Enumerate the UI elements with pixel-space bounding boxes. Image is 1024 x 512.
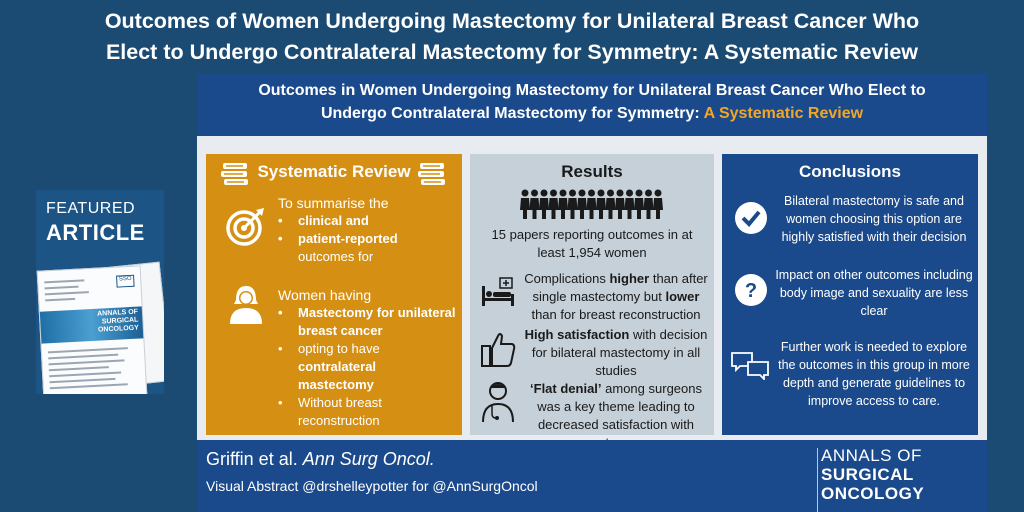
hospital-bed-icon <box>482 277 514 306</box>
person-figure <box>558 189 568 219</box>
person-figure <box>643 189 654 219</box>
conclusion-item-1: Bilateral mastectomy is safe and women c… <box>781 194 967 244</box>
person-figure <box>653 189 663 219</box>
abstract-header-line2: Undergo Contralateral Mastectomy for Sym… <box>320 105 864 122</box>
person-figure <box>567 189 578 219</box>
people-icon <box>520 189 663 219</box>
abstract-header: Outcomes in Women Undergoing Mastectomy … <box>197 74 987 136</box>
badge-article-label: ARTICLE <box>46 220 145 245</box>
checkmark-icon <box>735 202 767 234</box>
papers-text: 15 papers reporting outcomes in at least… <box>491 227 693 260</box>
journal-logo: ANNALS OF SURGICAL ONCOLOGY <box>817 446 981 512</box>
visual-abstract: Outcomes in Women Undergoing Mastectomy … <box>197 74 987 512</box>
thumbs-up-icon <box>481 333 516 367</box>
person-figure <box>615 189 625 219</box>
abstract-header-highlight: A Systematic Review <box>703 105 864 122</box>
criteria-bullet: •Mastectomy for unilateral breast cancer <box>278 305 456 338</box>
person-figure <box>624 189 635 219</box>
satisfaction-text: High satisfaction with decision for bila… <box>524 327 708 378</box>
person-figure <box>634 189 644 219</box>
results-title: Results <box>561 162 623 181</box>
speech-bubbles-icon <box>731 352 769 380</box>
visual-abstract-credit: Visual Abstract @drshelleypotter for @An… <box>206 478 538 494</box>
cover-journal-name: ANNALS OF SURGICAL ONCOLOGY <box>96 308 139 334</box>
woman-icon <box>230 286 262 324</box>
person-figure <box>596 189 606 219</box>
abstract-footer: Griffin et al. Ann Surg Oncol. Visual Ab… <box>197 440 987 512</box>
abstract-header-line1: Outcomes in Women Undergoing Mastectomy … <box>258 82 926 99</box>
after-bullets-text: outcomes for <box>298 249 374 264</box>
person-figure <box>577 189 587 219</box>
systematic-review-title: Systematic Review <box>257 162 411 181</box>
women-having-text: Women having <box>278 287 372 303</box>
svg-text:?: ? <box>745 280 757 302</box>
person-figure <box>586 189 597 219</box>
conclusion-item-2: Impact on other outcomes including body … <box>775 268 973 318</box>
conclusions-panel: Conclusions Bilateral mastectomy is safe… <box>722 154 978 435</box>
target-icon <box>226 208 264 246</box>
aim-bullet: •patient-reported <box>278 231 398 246</box>
conclusion-item-3: Further work is needed to explore the ou… <box>778 340 970 408</box>
badge-featured-label: FEATURED <box>46 200 136 217</box>
criteria-bullet: •opting to have contralateral mastectomy <box>278 341 380 392</box>
person-figure <box>520 189 530 219</box>
books-icon <box>418 163 445 185</box>
complications-text: Complications higher than after single m… <box>524 271 708 322</box>
books-icon <box>221 163 248 185</box>
criteria-bullet: •Without breast reconstruction <box>278 395 382 428</box>
person-figure <box>539 189 549 219</box>
aim-bullet: •clinical and <box>278 213 369 228</box>
systematic-review-panel: Systematic Review To summarise the •clin… <box>206 154 462 435</box>
person-figure <box>548 189 559 219</box>
featured-article-badge[interactable]: FEATURED ARTICLE SSO ANNALS OF SURGICAL … <box>36 190 164 394</box>
question-icon: ? <box>735 274 767 306</box>
conclusions-title: Conclusions <box>798 162 901 181</box>
page-title-line2: Elect to Undergo Contralateral Mastectom… <box>105 40 919 64</box>
person-figure <box>605 189 616 219</box>
sso-logo: SSO <box>116 274 135 288</box>
intro-text: To summarise the <box>278 195 389 211</box>
person-figure <box>529 189 540 219</box>
doctor-icon <box>482 382 514 423</box>
journal-cover-image: SSO ANNALS OF SURGICAL ONCOLOGY <box>36 265 148 394</box>
citation[interactable]: Griffin et al. Ann Surg Oncol. <box>206 449 435 469</box>
page-title-line1: Outcomes of Women Undergoing Mastectomy … <box>104 9 920 33</box>
page-title: Outcomes of Women Undergoing Mastectomy … <box>0 6 1024 68</box>
results-panel: Results 15 papers reporting outcomes in … <box>470 154 714 450</box>
